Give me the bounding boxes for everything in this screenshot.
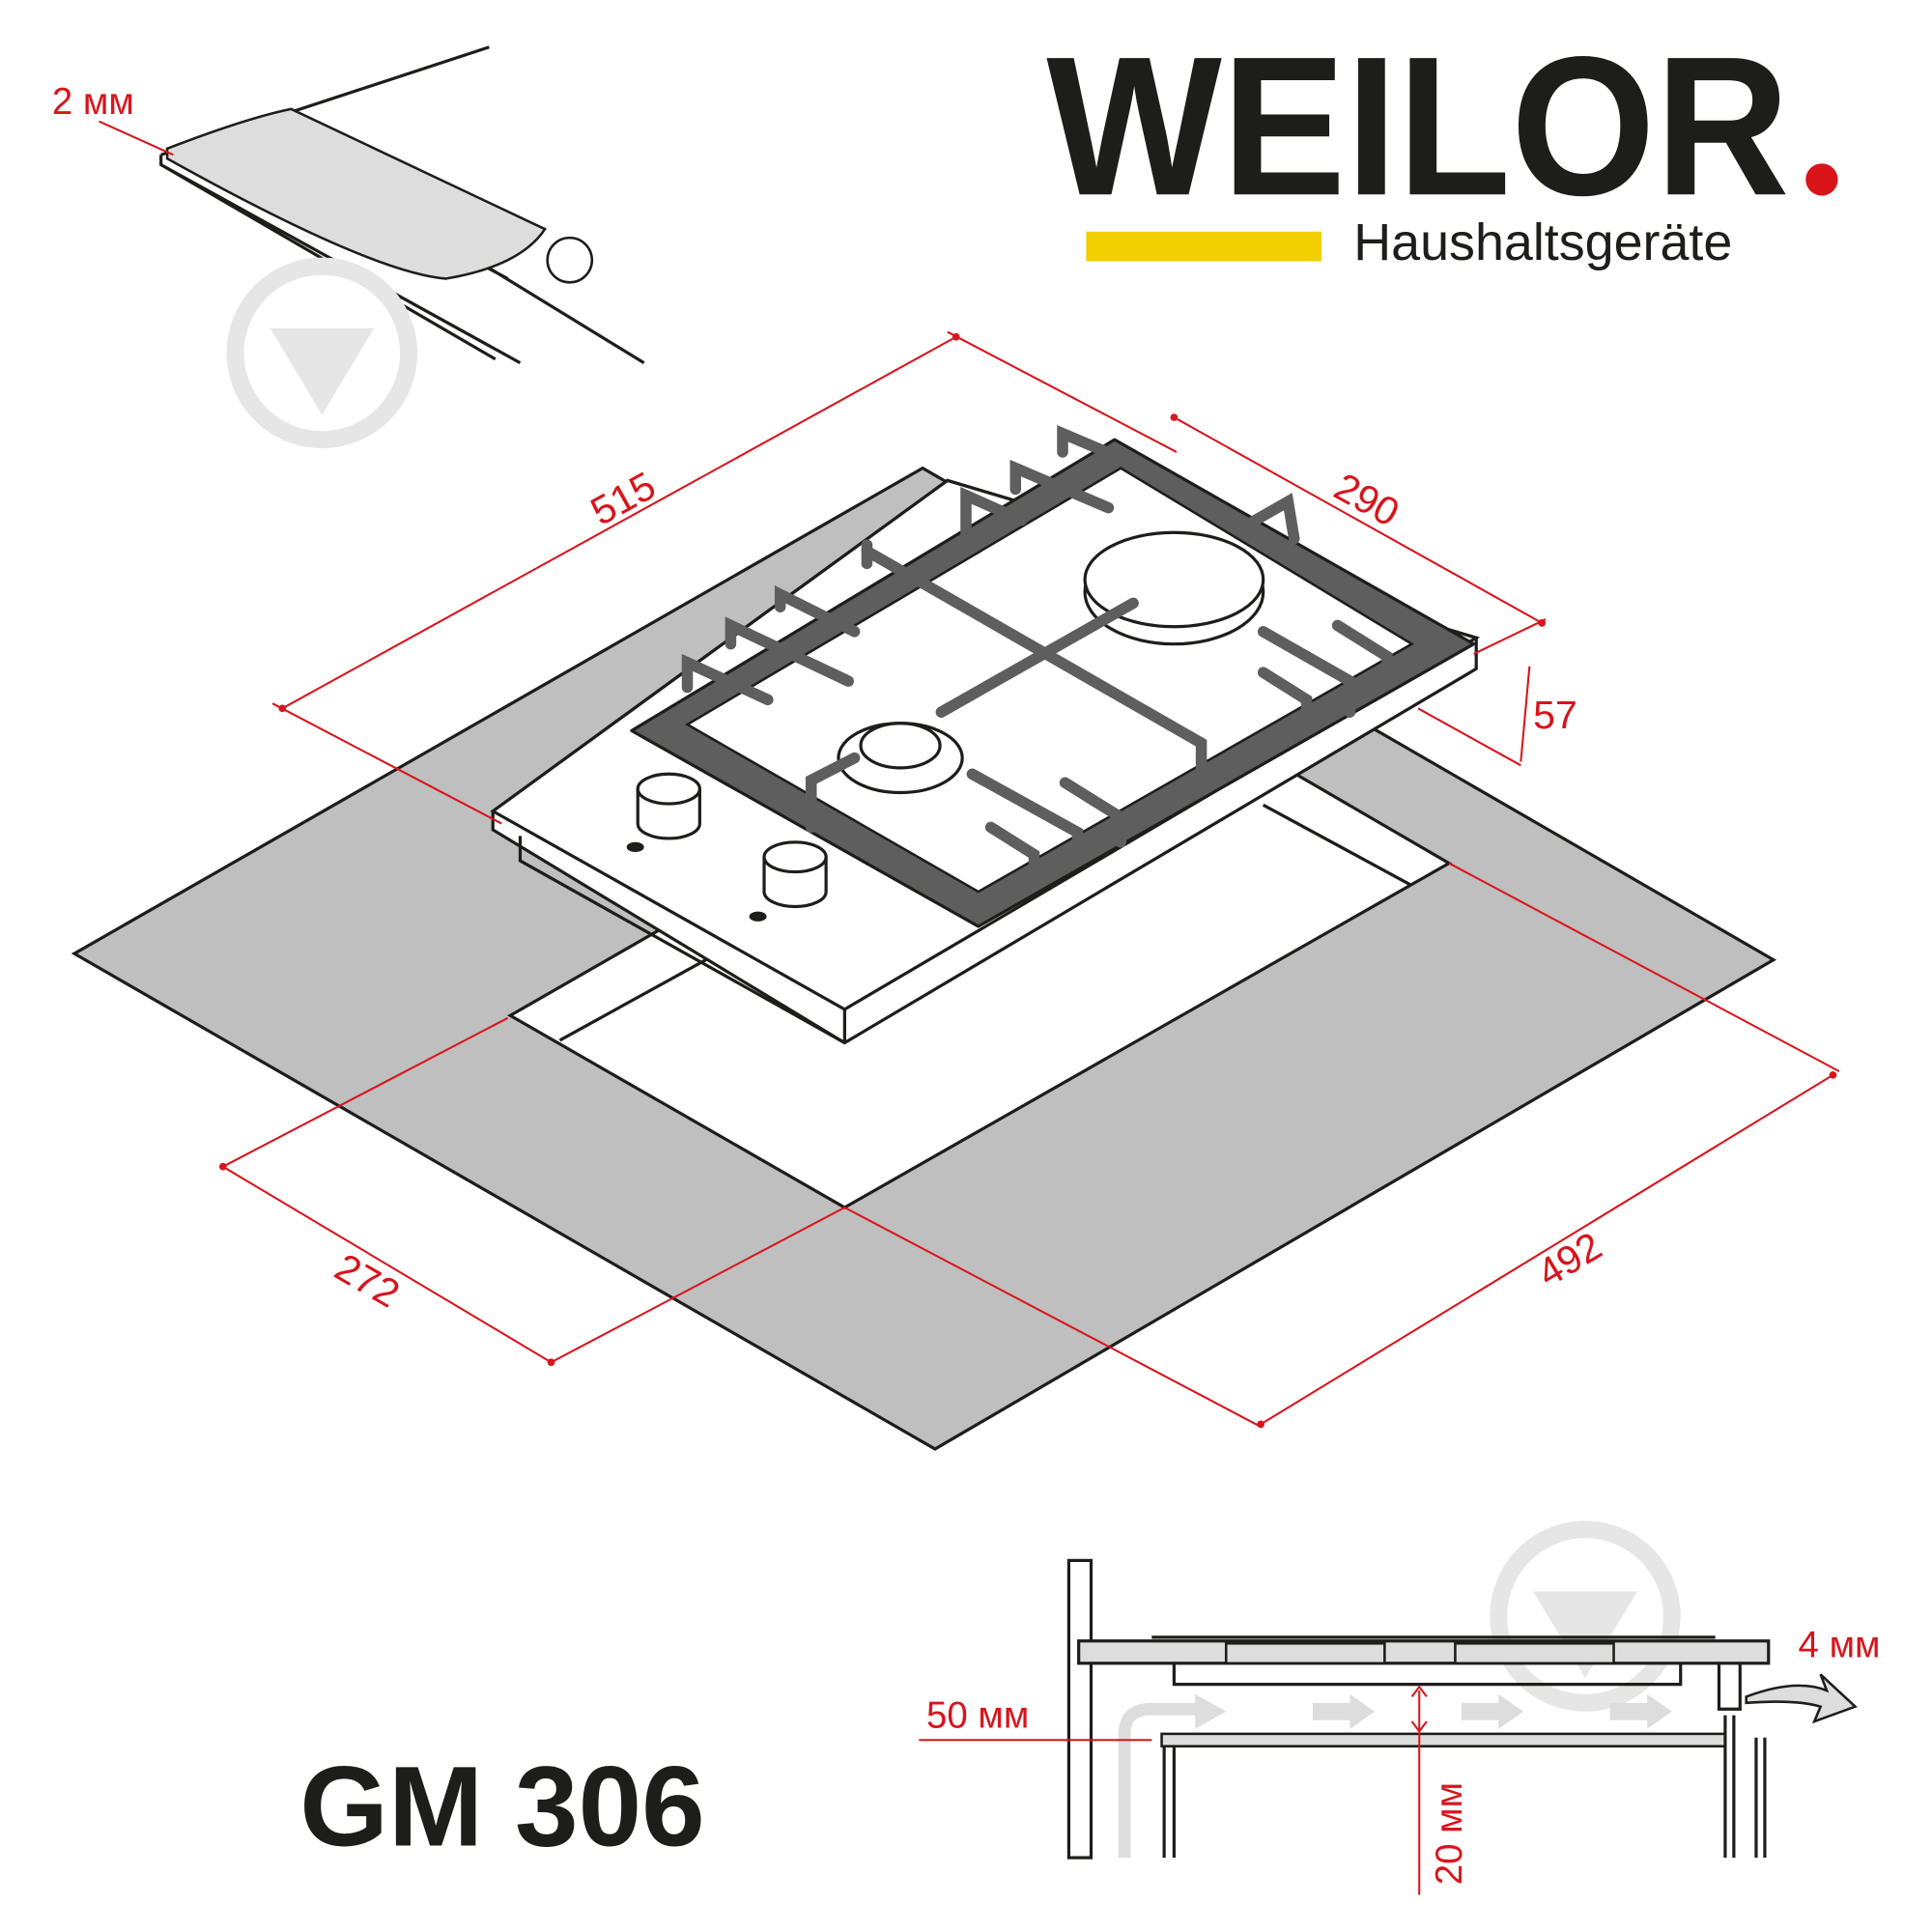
logo-dot	[1805, 163, 1838, 196]
height-label: 57	[1533, 693, 1577, 737]
wall-clearance-label: 50 мм	[926, 1694, 1029, 1736]
gap-clearance-label: 4 мм	[1799, 1624, 1881, 1665]
brand-logo: WEILOR Haushaltsgeräte	[1046, 15, 1838, 271]
cutout-depth-label: 272	[327, 1244, 407, 1316]
seal-thickness-label: 2 мм	[52, 81, 134, 123]
model-name: GM 306	[299, 1742, 705, 1869]
cutout-width-label: 492	[1530, 1223, 1609, 1295]
seal-detail: 2 мм	[52, 45, 645, 449]
watermark-icon	[226, 257, 418, 449]
bottom-clearance-label: 20 мм	[1429, 1782, 1470, 1885]
logo-yellow-bar	[1086, 231, 1321, 262]
hob	[490, 425, 1481, 1045]
depth-label: 290	[1327, 464, 1406, 534]
brand-name: WEILOR	[1046, 15, 1789, 237]
watermark-icon	[1490, 1520, 1681, 1712]
brand-tagline: Haushaltsgeräte	[1353, 213, 1732, 271]
control-knobs	[626, 772, 828, 922]
width-label: 515	[583, 463, 663, 533]
section-view: 4 мм 50 мм 20 мм	[919, 1520, 1881, 1895]
